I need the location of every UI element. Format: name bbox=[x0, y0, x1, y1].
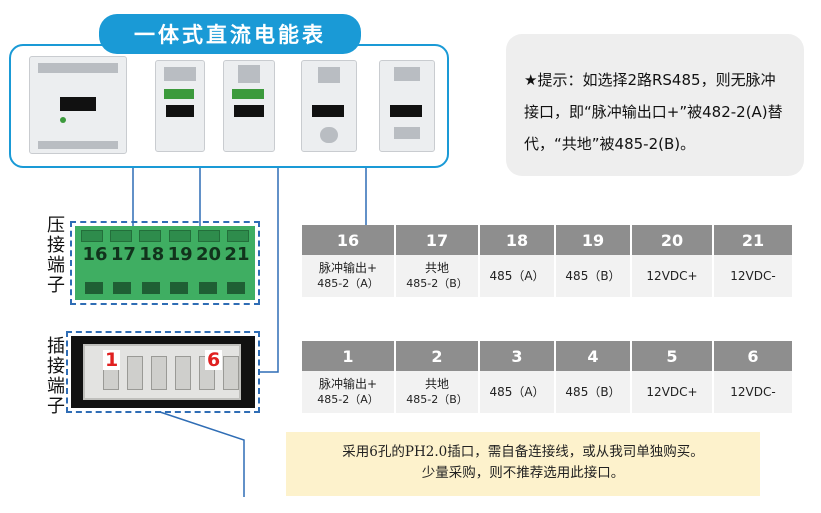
crimp-table-signal-cell: 485（B） bbox=[556, 255, 630, 297]
crimp-terminal-number: 16 bbox=[82, 244, 108, 265]
crimp-table-signal-name: 12VDC- bbox=[730, 269, 776, 283]
plug-terminal-box: 1 6 bbox=[66, 331, 260, 413]
crimp-table-signal-cell: 12VDC+ bbox=[632, 255, 712, 297]
plug-table-signal-cell: 12VDC+ bbox=[632, 371, 712, 413]
plug-table-signal-cell: 485（B） bbox=[556, 371, 630, 413]
plug-table-signal-cell: 485（A） bbox=[480, 371, 554, 413]
crimp-table-header-cell: 16 bbox=[302, 225, 394, 255]
line-plug-to-note bbox=[159, 411, 245, 497]
meter-panel bbox=[9, 44, 449, 168]
plug-table-header-cell: 1 bbox=[302, 341, 394, 371]
tip-text: ★提示：如选择2路RS485，则无脉冲接口，即“脉冲输出口+”被482-2(A)… bbox=[524, 71, 783, 153]
plug-table-signal-name: 共地 bbox=[424, 377, 449, 391]
plug-table-signal-name: 485（B） bbox=[565, 385, 621, 399]
crimp-table-header-cell: 17 bbox=[396, 225, 478, 255]
note-box: 采用6孔的PH2.0插口，需自备连接线，或从我司单独购买。 少量采购，则不推荐选… bbox=[286, 432, 760, 496]
crimp-table-signal-cell: 脉冲输出+ 485-2（A） bbox=[302, 255, 394, 297]
crimp-terminal-number: 21 bbox=[224, 244, 250, 265]
plug-table-header-cell: 2 bbox=[396, 341, 478, 371]
crimp-table-signal-alt: 485-2（A） bbox=[317, 277, 379, 290]
plug-table-signal-name: 12VDC- bbox=[730, 385, 776, 399]
plug-terminal-label: 插接端子 bbox=[47, 336, 65, 417]
plug-table-signal-name: 485（A） bbox=[489, 385, 545, 399]
crimp-terminal-number: 19 bbox=[167, 244, 193, 265]
crimp-terminal-number: 18 bbox=[139, 244, 165, 265]
crimp-table-header-cell: 20 bbox=[632, 225, 712, 255]
plug-table-signal-alt: 485-2（B） bbox=[406, 393, 468, 406]
crimp-table-signal-name: 485（A） bbox=[489, 269, 545, 283]
crimp-terminal-label: 压接端子 bbox=[47, 215, 65, 296]
plug-table-signal-cell: 共地 485-2（B） bbox=[396, 371, 478, 413]
plug-table-header-cell: 6 bbox=[714, 341, 792, 371]
crimp-table-signal-cell: 12VDC- bbox=[714, 255, 792, 297]
crimp-table-signal-name: 485（B） bbox=[565, 269, 621, 283]
plug-table-signal-alt: 485-2（A） bbox=[317, 393, 379, 406]
crimp-table-header-cell: 21 bbox=[714, 225, 792, 255]
crimp-table-signal-name: 共地 bbox=[424, 261, 449, 275]
crimp-table-signal-name: 12VDC+ bbox=[646, 269, 698, 283]
meter-image-5 bbox=[379, 60, 435, 152]
note-line-2: 少量采购，则不推荐选用此接口。 bbox=[421, 465, 625, 481]
meter-image-1 bbox=[29, 56, 127, 154]
crimp-table-signal-name: 脉冲输出+ bbox=[318, 261, 378, 275]
plug-table-header-cell: 5 bbox=[632, 341, 712, 371]
crimp-table-signal-alt: 485-2（B） bbox=[406, 277, 468, 290]
meter-image-3 bbox=[223, 60, 275, 152]
plug-table-signal-name: 12VDC+ bbox=[646, 385, 698, 399]
meter-image-2 bbox=[155, 60, 205, 152]
plug-table-header-cell: 4 bbox=[556, 341, 630, 371]
crimp-terminal-number: 17 bbox=[110, 244, 136, 265]
pin-label-first: 1 bbox=[103, 349, 121, 371]
crimp-table-signal-cell: 共地 485-2（B） bbox=[396, 255, 478, 297]
pin-label-last: 6 bbox=[205, 349, 223, 371]
plug-table-signal-name: 脉冲输出+ bbox=[318, 377, 378, 391]
crimp-table-signal-cell: 485（A） bbox=[480, 255, 554, 297]
note-line-1: 采用6孔的PH2.0插口，需自备连接线，或从我司单独购买。 bbox=[342, 444, 704, 460]
plug-table-signal-cell: 脉冲输出+ 485-2（A） bbox=[302, 371, 394, 413]
plug-table-header-cell: 3 bbox=[480, 341, 554, 371]
product-title-banner: 一体式直流电能表 bbox=[99, 14, 361, 54]
crimp-table-header-cell: 19 bbox=[556, 225, 630, 255]
tip-box: ★提示：如选择2路RS485，则无脉冲接口，即“脉冲输出口+”被482-2(A)… bbox=[506, 34, 804, 176]
crimp-terminal-number: 20 bbox=[196, 244, 222, 265]
plug-terminal-socket: 1 6 bbox=[71, 336, 255, 408]
crimp-table-header-cell: 18 bbox=[480, 225, 554, 255]
meter-image-4 bbox=[301, 60, 357, 152]
plug-table-signal-cell: 12VDC- bbox=[714, 371, 792, 413]
